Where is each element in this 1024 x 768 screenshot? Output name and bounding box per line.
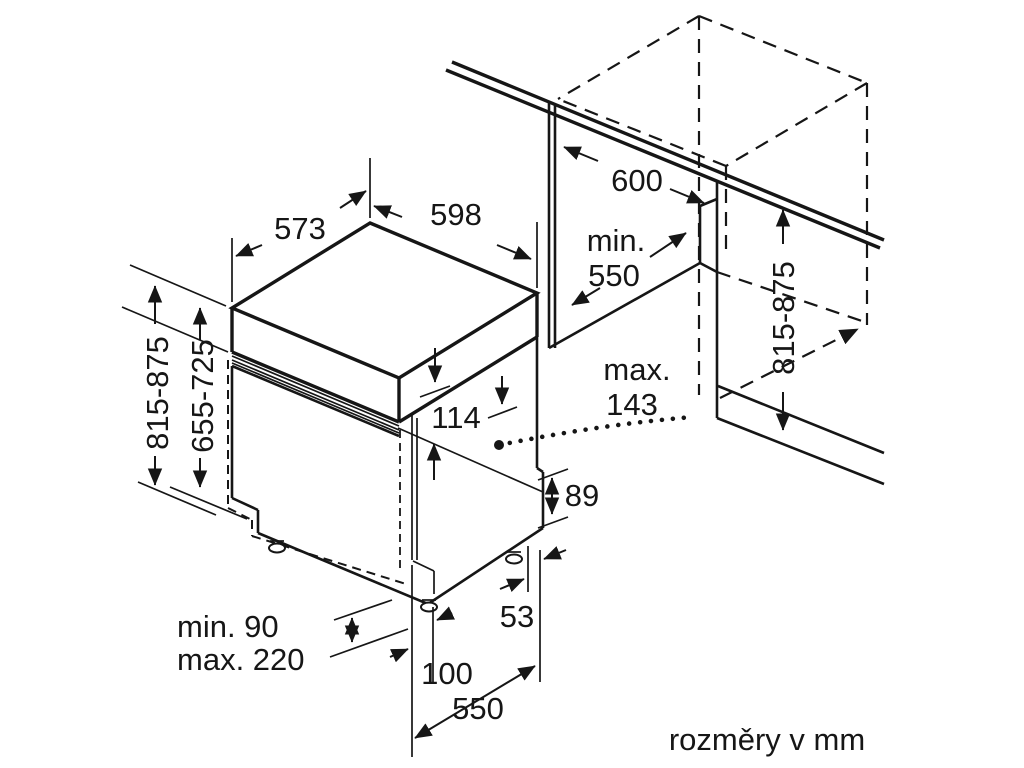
- dim-niche-depth: min. 550: [571, 223, 687, 306]
- dishwasher-outline: [227, 221, 545, 613]
- dim-door-panel-height-label: 655-725: [185, 339, 220, 453]
- adjustable-feet: [268, 540, 523, 613]
- dim-appliance-height-label: 815-875: [140, 336, 175, 450]
- dim-top-depth-label: 573: [274, 211, 326, 246]
- furniture-panel-dashed-outline: [227, 360, 407, 585]
- dim-niche-depth-label-2: 550: [588, 258, 640, 293]
- dim-door-panel-height: 655-725: [121, 306, 248, 520]
- dim-foot-rear-offset-label: 53: [500, 599, 534, 634]
- dim-door-protrusion: max. 143: [494, 352, 696, 450]
- dim-footprint-depth: 550: [414, 665, 536, 739]
- niche-dashed-cube: [557, 14, 869, 399]
- dim-footprint-depth-label: 550: [452, 691, 504, 726]
- dim-top-depth: 573: [231, 158, 371, 302]
- dim-fascia-height-label: 114: [431, 400, 480, 435]
- dim-niche-width: 600: [563, 146, 705, 204]
- dim-fascia-height: 114: [419, 348, 518, 480]
- kitchen-counter: [445, 60, 885, 250]
- dim-rear-step-label: 89: [565, 478, 599, 513]
- dim-niche-height-label: 815-875: [766, 261, 801, 375]
- niche-cabinet-panels: [547, 102, 885, 486]
- dim-niche-width-label: 600: [611, 163, 663, 198]
- dishwasher-top-face: [228, 221, 541, 380]
- dim-rear-step: 89: [537, 468, 599, 529]
- dim-niche-height: 815-875: [766, 209, 801, 431]
- dim-foot-front-offset-label: 100: [421, 656, 473, 691]
- dim-door-protrusion-label-2: 143: [606, 387, 658, 422]
- dim-top-width: 598: [373, 197, 538, 288]
- fascia-hatch-band: [231, 355, 400, 438]
- units-note: rozměry v mm: [669, 722, 865, 757]
- dim-plinth-height: min. 90 max. 220: [177, 599, 409, 677]
- dim-door-protrusion-label-1: max.: [603, 352, 670, 387]
- dim-plinth-min-label: min. 90: [177, 609, 279, 644]
- dim-plinth-max-label: max. 220: [177, 642, 305, 677]
- dim-foot-rear-offset: 53: [499, 546, 567, 682]
- dim-appliance-height: 815-875: [129, 264, 227, 516]
- dim-top-width-label: 598: [430, 197, 482, 232]
- dim-niche-depth-label-1: min.: [587, 223, 646, 258]
